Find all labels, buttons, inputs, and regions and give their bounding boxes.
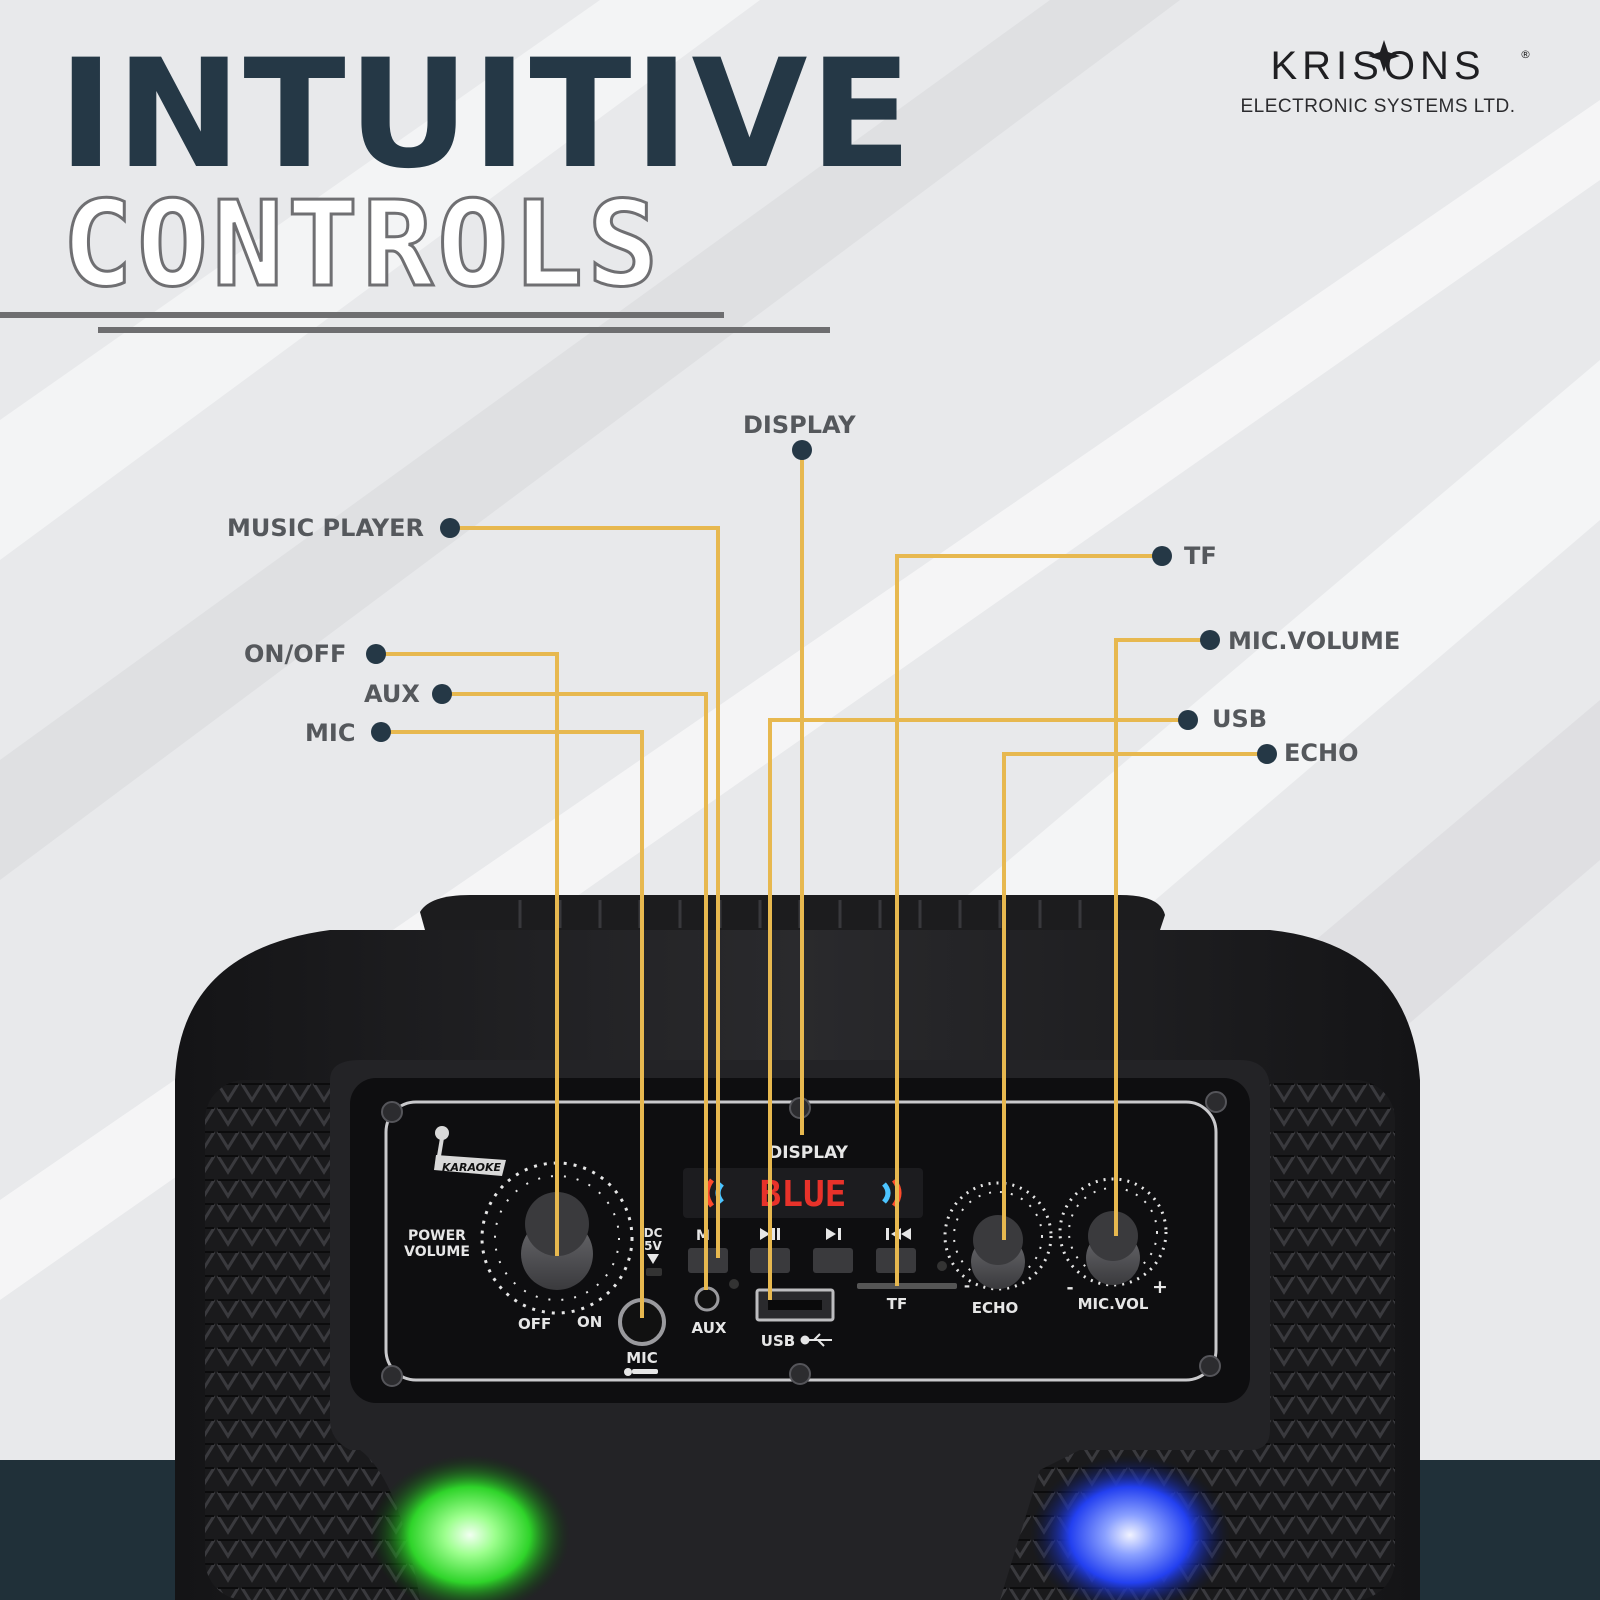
brand-name: KRISONS — [1270, 44, 1486, 88]
control-panel — [350, 1078, 1250, 1403]
dot-music-player — [440, 518, 460, 538]
title-rule-upper — [0, 312, 724, 318]
dot-aux — [432, 684, 452, 704]
echo-panel-label: ECHO — [972, 1299, 1019, 1317]
display-panel-label: DISPLAY — [768, 1143, 849, 1163]
karaoke-logo: KARAOKE — [442, 1161, 502, 1174]
dc-arrow-icon — [647, 1254, 659, 1264]
karaoke-mic-icon — [434, 1126, 506, 1176]
callout-on-off: ON/OFF — [244, 640, 347, 668]
dot-echo — [1257, 744, 1277, 764]
speaker — [175, 895, 1420, 1600]
title-line-1: INTUITIVE — [58, 28, 914, 202]
mic-vol-knob-dial — [1058, 1177, 1168, 1287]
brand-subtitle: ELECTRONIC SYSTEMS LTD. — [1240, 96, 1516, 117]
mic-vol-knob-cap — [1088, 1211, 1138, 1261]
power-label: POWER — [408, 1228, 466, 1244]
leader-tf — [895, 554, 1162, 1286]
usb-panel-label: USB — [761, 1332, 795, 1350]
mic-vol-plus-label: + — [1152, 1276, 1168, 1298]
tf-card-slot[interactable] — [857, 1283, 957, 1289]
on-label: ON — [577, 1313, 602, 1331]
leader-mic-volume — [1114, 638, 1210, 1236]
play-pause-icon — [760, 1228, 780, 1240]
next-track-icon — [826, 1228, 841, 1240]
off-label: OFF — [518, 1315, 551, 1333]
registered-mark: ® — [1520, 48, 1531, 61]
aux-panel-label: AUX — [692, 1319, 727, 1337]
dot-usb — [1178, 710, 1198, 730]
star-icon — [1368, 40, 1400, 72]
usb-port-slot — [768, 1300, 822, 1310]
title-rule-lower — [98, 327, 830, 333]
led-green — [370, 1455, 570, 1600]
dot-mic — [371, 722, 391, 742]
mic-glyph-icon — [624, 1368, 658, 1376]
echo-minus-label: - — [964, 1277, 970, 1295]
dc-jack[interactable] — [646, 1268, 662, 1276]
brand-logo: KRISONS ELECTRONIC SYSTEMS LTD. — [1218, 46, 1538, 118]
callout-mic: MIC — [305, 719, 356, 747]
leader-aux — [442, 692, 708, 1290]
dot-mic-volume — [1200, 630, 1220, 650]
led-display — [683, 1168, 923, 1218]
leader-mic — [381, 730, 644, 1318]
led-blue — [1030, 1455, 1230, 1600]
leader-usb — [768, 718, 1188, 1300]
aux-jack[interactable] — [694, 1286, 720, 1312]
callout-display: DISPLAY — [743, 411, 856, 439]
callout-echo: ECHO — [1284, 739, 1359, 767]
callout-usb: USB — [1212, 705, 1268, 733]
power-led — [937, 1261, 947, 1271]
callout-mic-volume: MIC.VOLUME — [1228, 627, 1401, 655]
display-readout: BLUE — [760, 1174, 847, 1215]
echo-knob-cap — [973, 1215, 1023, 1265]
echo-knob-ticks — [953, 1191, 1043, 1281]
power-knob-ticks — [494, 1175, 620, 1301]
dot-tf — [1152, 546, 1172, 566]
leader-echo — [1002, 752, 1267, 1240]
mic-panel-label: MIC — [626, 1349, 658, 1367]
dc-label: DC — [644, 1226, 663, 1240]
echo-knob-dial — [943, 1181, 1053, 1291]
usb-symbol-icon — [800, 1333, 832, 1347]
indicator-led — [729, 1279, 739, 1289]
leader-on-off — [376, 652, 559, 1256]
leader-music-player — [450, 526, 720, 1258]
tf-panel-label: TF — [887, 1295, 907, 1313]
volume-label: VOLUME — [404, 1244, 470, 1260]
leader-lines — [376, 450, 1267, 1318]
callout-music-player: MUSIC PLAYER — [227, 514, 424, 542]
panel-controls: KARAOKE POWER VOLUME OFF ON DC 5V MIC AU… — [404, 1126, 1168, 1376]
leader-dots — [366, 440, 1277, 764]
dot-display — [792, 440, 812, 460]
mic-vol-panel-label: MIC.VOL — [1078, 1295, 1149, 1313]
speaker-handle — [420, 895, 1165, 930]
title-line-2: CONTROLS — [60, 175, 663, 313]
mic-vol-knob-ticks — [1068, 1187, 1158, 1277]
callout-aux: AUX — [364, 680, 420, 708]
mic-vol-minus-label: - — [1066, 1278, 1073, 1298]
dc-volt-label: 5V — [644, 1239, 662, 1253]
callout-tf: TF — [1184, 542, 1217, 570]
next-button[interactable] — [813, 1248, 853, 1273]
dot-on-off — [366, 644, 386, 664]
